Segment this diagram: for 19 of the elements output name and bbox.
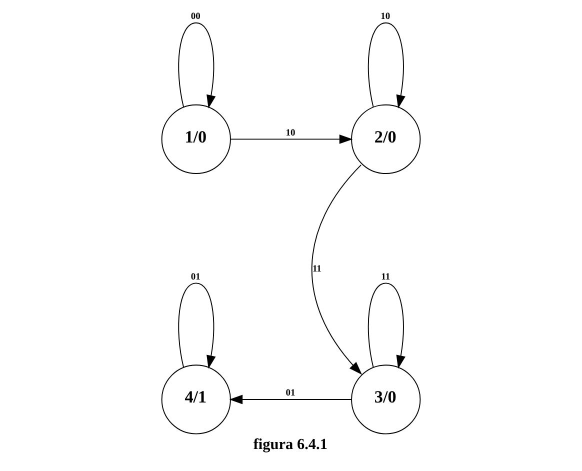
node-circle: 2/0 <box>351 104 421 174</box>
edge-label: 10 <box>286 128 296 138</box>
caption: figura 6.4.1 <box>253 436 328 453</box>
node-circle: 1/0 <box>161 104 231 174</box>
arrow <box>229 394 352 404</box>
edge-label: 11 <box>381 272 390 282</box>
edge-label: 01 <box>286 388 296 399</box>
edge-label: 10 <box>380 12 390 22</box>
arrow <box>368 22 406 108</box>
arrow <box>368 282 406 369</box>
node-circle: 4/1 <box>161 364 231 434</box>
arrow <box>311 164 362 375</box>
edge-label: 11 <box>312 264 322 274</box>
edge-label: 00 <box>190 12 200 22</box>
arrow <box>230 134 353 144</box>
edge-label: 01 <box>190 272 200 282</box>
node-circle: 3/0 <box>351 364 421 434</box>
arrow <box>178 282 216 369</box>
arrow <box>178 22 216 108</box>
